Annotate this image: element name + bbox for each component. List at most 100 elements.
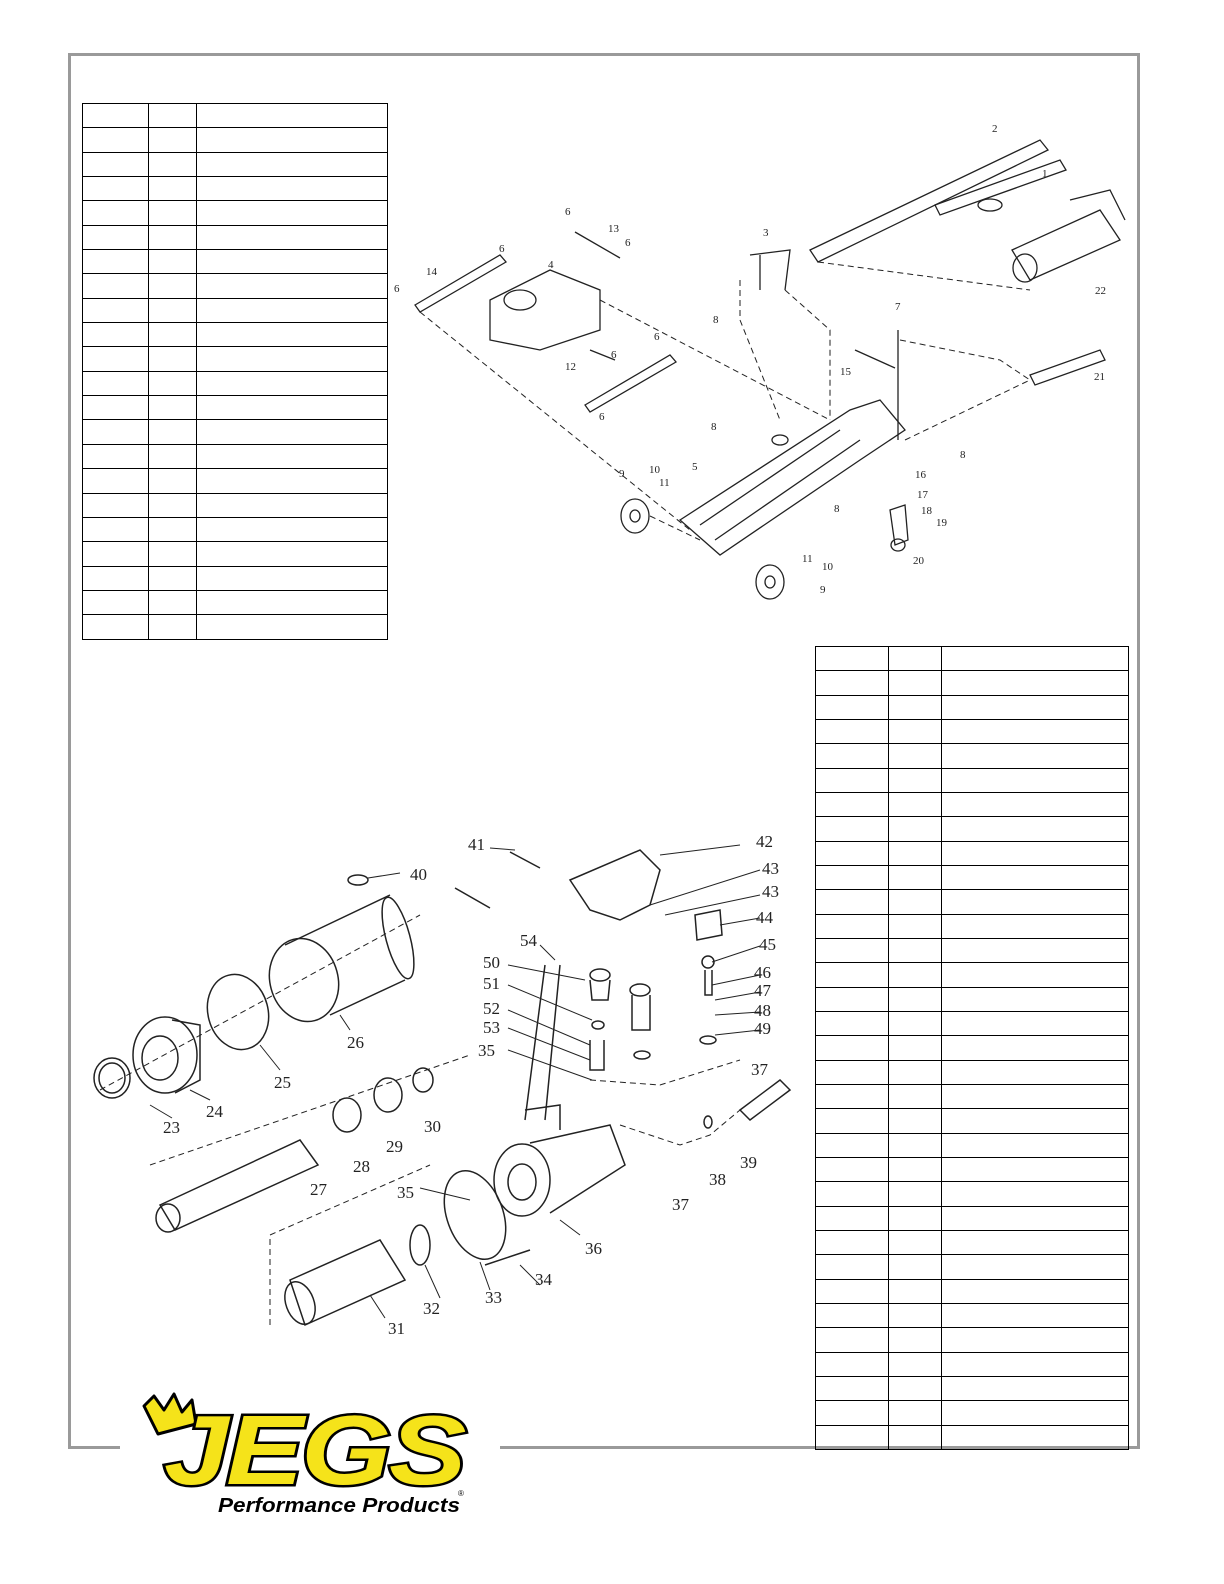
left-table-cell [147,370,197,397]
left-table-row [82,419,389,445]
callout-10b: 10 [822,561,834,573]
left-table-cell [195,541,389,567]
left-table-cell [147,565,197,591]
right-table-cell [887,1059,942,1085]
right-table-row [815,889,1130,915]
right-table-cell [940,889,1130,915]
left-table-row [82,589,389,616]
left-table-row [82,176,389,202]
callout-6b: 6 [499,243,505,255]
jegs-logo: JEGS Performance Products ® [142,1392,470,1517]
left-table-row [82,322,389,348]
callout-8d: 8 [960,449,966,461]
right-table-row [815,1400,1130,1426]
right-table-cell [815,1229,889,1256]
right-table-cell [815,1059,889,1085]
right-table-cell [815,1351,889,1377]
callout-27: 27 [310,1180,328,1199]
callout-25: 25 [274,1073,291,1092]
left-table-cell [195,419,389,445]
right-table-cell [815,1156,889,1183]
right-table-cell [815,1083,889,1110]
right-table-cell [940,1375,1130,1402]
right-table-cell [815,1424,889,1450]
right-table-cell [887,1156,942,1183]
left-table-cell [82,516,149,543]
right-table-cell [887,1229,942,1256]
parts-list-table-left [82,102,389,640]
left-table-cell [147,492,197,518]
left-table-row [82,224,389,251]
left-table-cell [82,322,149,348]
left-table-cell [195,565,389,591]
right-table-cell [815,937,889,964]
left-table-row [82,370,389,397]
right-table-cell [887,1278,942,1304]
right-table-cell [815,1108,889,1134]
left-table-cell [82,224,149,251]
right-table-cell [815,1302,889,1329]
left-table-cell [195,297,389,324]
left-table-cell [147,614,197,640]
right-table-row [815,1010,1130,1037]
right-table-cell [815,1132,889,1158]
left-table-row [82,541,389,567]
right-table-cell [940,1035,1130,1061]
left-table-cell [147,297,197,324]
callout-9b: 9 [820,584,826,596]
left-table-cell [147,395,197,421]
right-table-row [815,1375,1130,1402]
right-table-cell [815,1375,889,1402]
right-table-cell [940,1132,1130,1158]
right-table-row [815,1083,1130,1110]
left-table-cell [195,102,389,129]
right-table-cell [887,718,942,745]
left-table-cell [195,322,389,348]
right-table-row [815,864,1130,891]
left-table-cell [195,516,389,543]
left-table-cell [147,443,197,470]
right-table-cell [887,1181,942,1207]
left-table-cell [82,346,149,372]
callout-21: 21 [1094,371,1105,383]
right-table-cell [815,816,889,842]
callout-14: 14 [426,266,438,278]
right-table-row [815,767,1130,793]
logo-wordmark: JEGS [164,1395,466,1505]
callout-6a: 6 [394,283,400,295]
left-table-cell [147,589,197,616]
right-table-cell [815,767,889,793]
right-table-row [815,1156,1130,1183]
right-table-cell [815,840,889,866]
left-table-cell [82,273,149,299]
right-table-cell [940,986,1130,1012]
right-table-cell [940,962,1130,988]
right-table-cell [815,1205,889,1231]
callout-29: 29 [386,1137,403,1156]
callout-42: 42 [756,832,773,851]
exploded-diagram-pump: 23 24 25 26 27 28 29 30 31 32 33 34 35 3… [93,832,792,1338]
right-table-cell [887,937,942,964]
left-table-cell [195,151,389,178]
right-table-cell [887,864,942,891]
callout-13: 13 [608,223,620,235]
left-table-row [82,127,389,153]
right-table-row [815,670,1130,696]
right-table-cell [940,937,1130,964]
right-table-cell [940,1181,1130,1207]
left-table-cell [82,200,149,226]
right-table-cell [940,1254,1130,1280]
callout-49: 49 [754,1019,771,1038]
right-table-cell [940,1278,1130,1304]
right-table-cell [887,694,942,720]
left-table-cell [82,176,149,202]
right-table-cell [815,1181,889,1207]
callout-52: 52 [483,999,500,1018]
left-table-cell [195,443,389,470]
left-table-cell [195,249,389,275]
right-table-cell [887,1327,942,1353]
callout-48: 48 [754,1001,771,1020]
right-table-cell [887,670,942,696]
right-table-cell [815,670,889,696]
left-table-cell [147,273,197,299]
